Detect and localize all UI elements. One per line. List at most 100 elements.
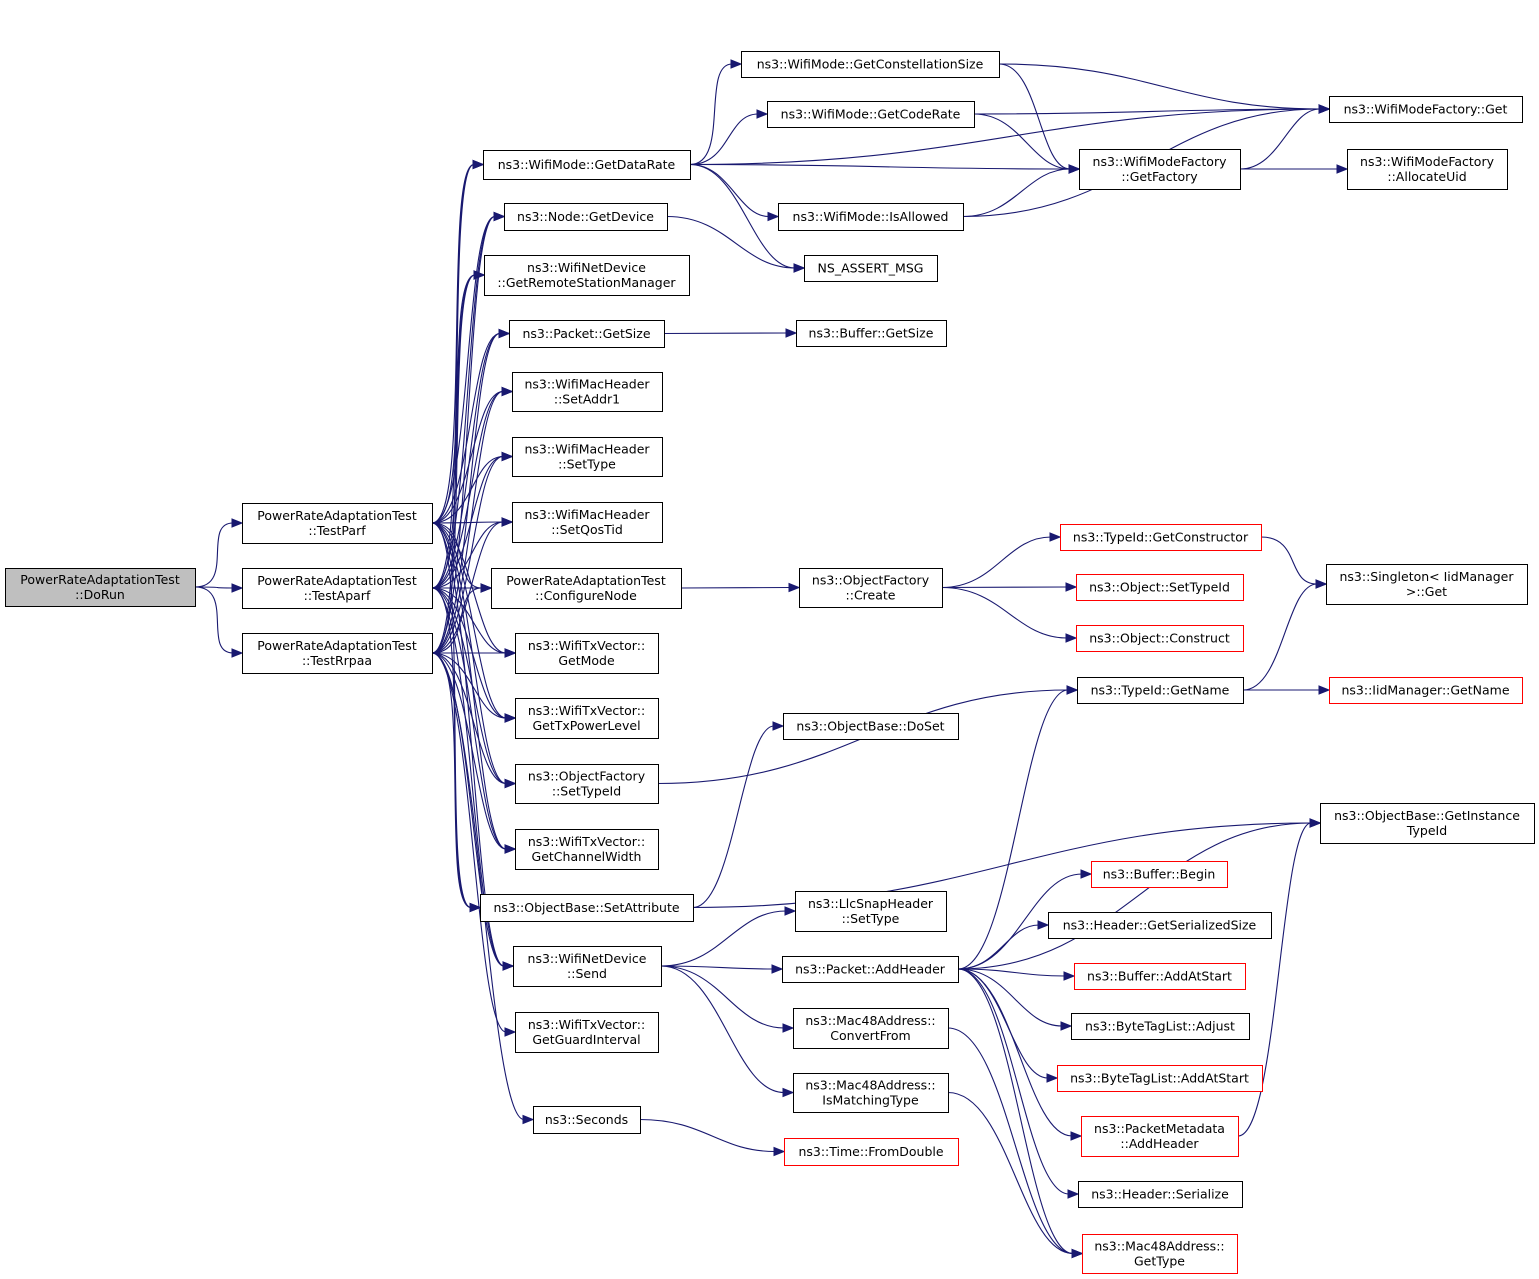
node-singletonget[interactable]: ns3::Singleton< IidManager>::Get <box>1326 564 1528 605</box>
node-label: ns3::WifiMacHeader <box>524 507 650 522</box>
node-box <box>1091 861 1228 888</box>
node-objsettypeid[interactable]: ns3::Object::SetTypeId <box>1076 574 1244 601</box>
node-layer: PowerRateAdaptationTest::DoRunPowerRateA… <box>5 51 1535 1274</box>
node-macgettype[interactable]: ns3::Mac48Address::GetType <box>1082 1234 1238 1274</box>
node-wndsend[interactable]: ns3::WifiNetDevice::Send <box>513 946 662 987</box>
node-macconvfrom[interactable]: ns3::Mac48Address::ConvertFrom <box>793 1008 949 1049</box>
node-testparf[interactable]: PowerRateAdaptationTest::TestParf <box>242 503 433 544</box>
node-ofsettypeid[interactable]: ns3::ObjectFactory::SetTypeId <box>515 764 659 804</box>
node-label: ns3::Buffer::Begin <box>1103 867 1216 882</box>
node-wmfallocuid[interactable]: ns3::WifiModeFactory::AllocateUid <box>1347 149 1508 190</box>
node-label: ::TestParf <box>308 523 366 538</box>
node-btladdatstart[interactable]: ns3::ByteTagList::AddAtStart <box>1057 1065 1263 1092</box>
edge-pktaddheader-to-obgetinst <box>957 818 1322 970</box>
node-label: ::TestAparf <box>304 588 371 603</box>
node-bufgetsize[interactable]: ns3::Buffer::GetSize <box>796 320 947 347</box>
node-label: ::AddHeader <box>1120 1136 1199 1151</box>
node-ofcreate[interactable]: ns3::ObjectFactory::Create <box>799 568 943 608</box>
edge-testrrpaa-to-ofsettypeid <box>431 652 517 789</box>
node-box <box>1078 1181 1243 1208</box>
edge-getdatarate-to-getcoderate <box>689 109 769 166</box>
node-box <box>1329 677 1523 704</box>
edge-testrrpaa-to-getmode <box>432 648 517 658</box>
node-tidgetname[interactable]: ns3::TypeId::GetName <box>1077 677 1244 704</box>
node-label: ns3::Header::Serialize <box>1091 1187 1229 1202</box>
node-label: ns3::Packet::GetSize <box>522 326 650 341</box>
node-isallowed[interactable]: ns3::WifiMode::IsAllowed <box>778 203 964 231</box>
node-label: ::TestRrpaa <box>302 653 372 668</box>
node-box <box>1079 149 1241 190</box>
node-gettxpl[interactable]: ns3::WifiTxVector::GetTxPowerLevel <box>515 698 659 739</box>
edge-dorun-to-testparf <box>194 518 244 588</box>
node-bufbegin[interactable]: ns3::Buffer::Begin <box>1091 861 1228 888</box>
node-setaddr1[interactable]: ns3::WifiMacHeader::SetAddr1 <box>512 372 663 412</box>
node-getgi[interactable]: ns3::WifiTxVector::GetGuardInterval <box>515 1012 659 1053</box>
node-getconst[interactable]: ns3::WifiMode::GetConstellationSize <box>741 51 1000 78</box>
node-label: ns3::ObjectFactory <box>528 769 646 784</box>
edge-wndsend-to-pktaddheader <box>660 964 784 974</box>
edge-testrrpaa-to-setqostid <box>431 517 514 654</box>
node-label: ns3::Buffer::AddAtStart <box>1087 969 1232 984</box>
node-nsassert[interactable]: NS_ASSERT_MSG <box>804 255 938 282</box>
node-getdevice[interactable]: ns3::Node::GetDevice <box>504 203 668 231</box>
node-getrsm[interactable]: ns3::WifiNetDevice::GetRemoteStationMana… <box>484 255 690 296</box>
edge-testrrpaa-to-setaddr1 <box>431 386 514 654</box>
edge-pktaddheader-to-hdrserialize <box>957 968 1080 1199</box>
node-btladjust[interactable]: ns3::ByteTagList::Adjust <box>1071 1013 1250 1040</box>
node-wmfgetfactory[interactable]: ns3::WifiModeFactory::GetFactory <box>1079 149 1241 190</box>
node-label: ns3::WifiModeFactory <box>1360 154 1495 169</box>
node-box <box>767 101 975 128</box>
node-box <box>513 946 662 987</box>
edge-ofcreate-to-tidgetctor <box>941 532 1062 589</box>
node-pmaddheader[interactable]: ns3::PacketMetadata::AddHeader <box>1081 1116 1239 1157</box>
edge-testrrpaa-to-pktgetsize <box>431 328 511 654</box>
edge-getdevice-to-nsassert <box>666 215 806 273</box>
node-label: ::SetAddr1 <box>554 392 620 407</box>
node-testaparf[interactable]: PowerRateAdaptationTest::TestAparf <box>242 568 433 609</box>
node-seconds[interactable]: ns3::Seconds <box>533 1106 641 1134</box>
node-settype[interactable]: ns3::WifiMacHeader::SetType <box>512 437 663 477</box>
node-label: ::SetType <box>842 911 900 926</box>
node-wmfget[interactable]: ns3::WifiModeFactory::Get <box>1329 96 1523 123</box>
node-getcoderate[interactable]: ns3::WifiMode::GetCodeRate <box>767 101 975 128</box>
node-box <box>1347 149 1508 190</box>
node-label: ns3::Mac48Address:: <box>805 1013 935 1028</box>
edge-testrrpaa-to-confnode <box>431 583 493 654</box>
node-label: GetType <box>1134 1254 1185 1269</box>
node-label: ns3::Packet::AddHeader <box>795 962 946 977</box>
edge-getdatarate-to-wmfgetfactory <box>689 163 1081 174</box>
node-confnode[interactable]: PowerRateAdaptationTest::ConfigureNode <box>491 568 682 609</box>
node-box <box>793 1008 949 1049</box>
node-objconstruct[interactable]: ns3::Object::Construct <box>1076 625 1244 652</box>
node-iidgetname[interactable]: ns3::IidManager::GetName <box>1329 677 1523 704</box>
node-tidgetctor[interactable]: ns3::TypeId::GetConstructor <box>1060 524 1262 551</box>
node-dorun[interactable]: PowerRateAdaptationTest::DoRun <box>5 568 196 607</box>
node-testrrpaa[interactable]: PowerRateAdaptationTest::TestRrpaa <box>242 633 433 674</box>
node-box <box>1077 677 1244 704</box>
node-timefromdouble[interactable]: ns3::Time::FromDouble <box>784 1138 959 1166</box>
edge-setattr-to-obdoset <box>692 721 785 909</box>
node-box <box>1071 1013 1250 1040</box>
edge-testrrpaa-to-getchw <box>431 652 517 854</box>
edge-testrrpaa-to-getgi <box>431 652 517 1037</box>
edge-ofcreate-to-objsettypeid <box>941 582 1078 592</box>
node-llcsettype[interactable]: ns3::LlcSnapHeader::SetType <box>795 891 947 932</box>
node-getchw[interactable]: ns3::WifiTxVector::GetChannelWidth <box>515 829 659 870</box>
node-hdrserialize[interactable]: ns3::Header::Serialize <box>1078 1181 1243 1208</box>
edge-tidgetname-to-iidgetname <box>1242 685 1331 695</box>
node-macismatching[interactable]: ns3::Mac48Address::IsMatchingType <box>793 1073 949 1113</box>
node-pktaddheader[interactable]: ns3::Packet::AddHeader <box>782 956 959 983</box>
node-bufaddatstart[interactable]: ns3::Buffer::AddAtStart <box>1074 963 1246 990</box>
node-hdrgetser[interactable]: ns3::Header::GetSerializedSize <box>1048 912 1272 939</box>
node-pktgetsize[interactable]: ns3::Packet::GetSize <box>509 320 665 348</box>
node-getdatarate[interactable]: ns3::WifiMode::GetDataRate <box>483 150 691 180</box>
node-setattr[interactable]: ns3::ObjectBase::SetAttribute <box>480 894 694 922</box>
node-box <box>1081 1116 1239 1157</box>
node-label: ns3::Mac48Address:: <box>1094 1239 1224 1254</box>
node-getmode[interactable]: ns3::WifiTxVector::GetMode <box>515 633 659 674</box>
node-obdoset[interactable]: ns3::ObjectBase::DoSet <box>783 713 959 740</box>
node-setqostid[interactable]: ns3::WifiMacHeader::SetQosTid <box>512 502 663 543</box>
node-label: PowerRateAdaptationTest <box>506 573 666 588</box>
